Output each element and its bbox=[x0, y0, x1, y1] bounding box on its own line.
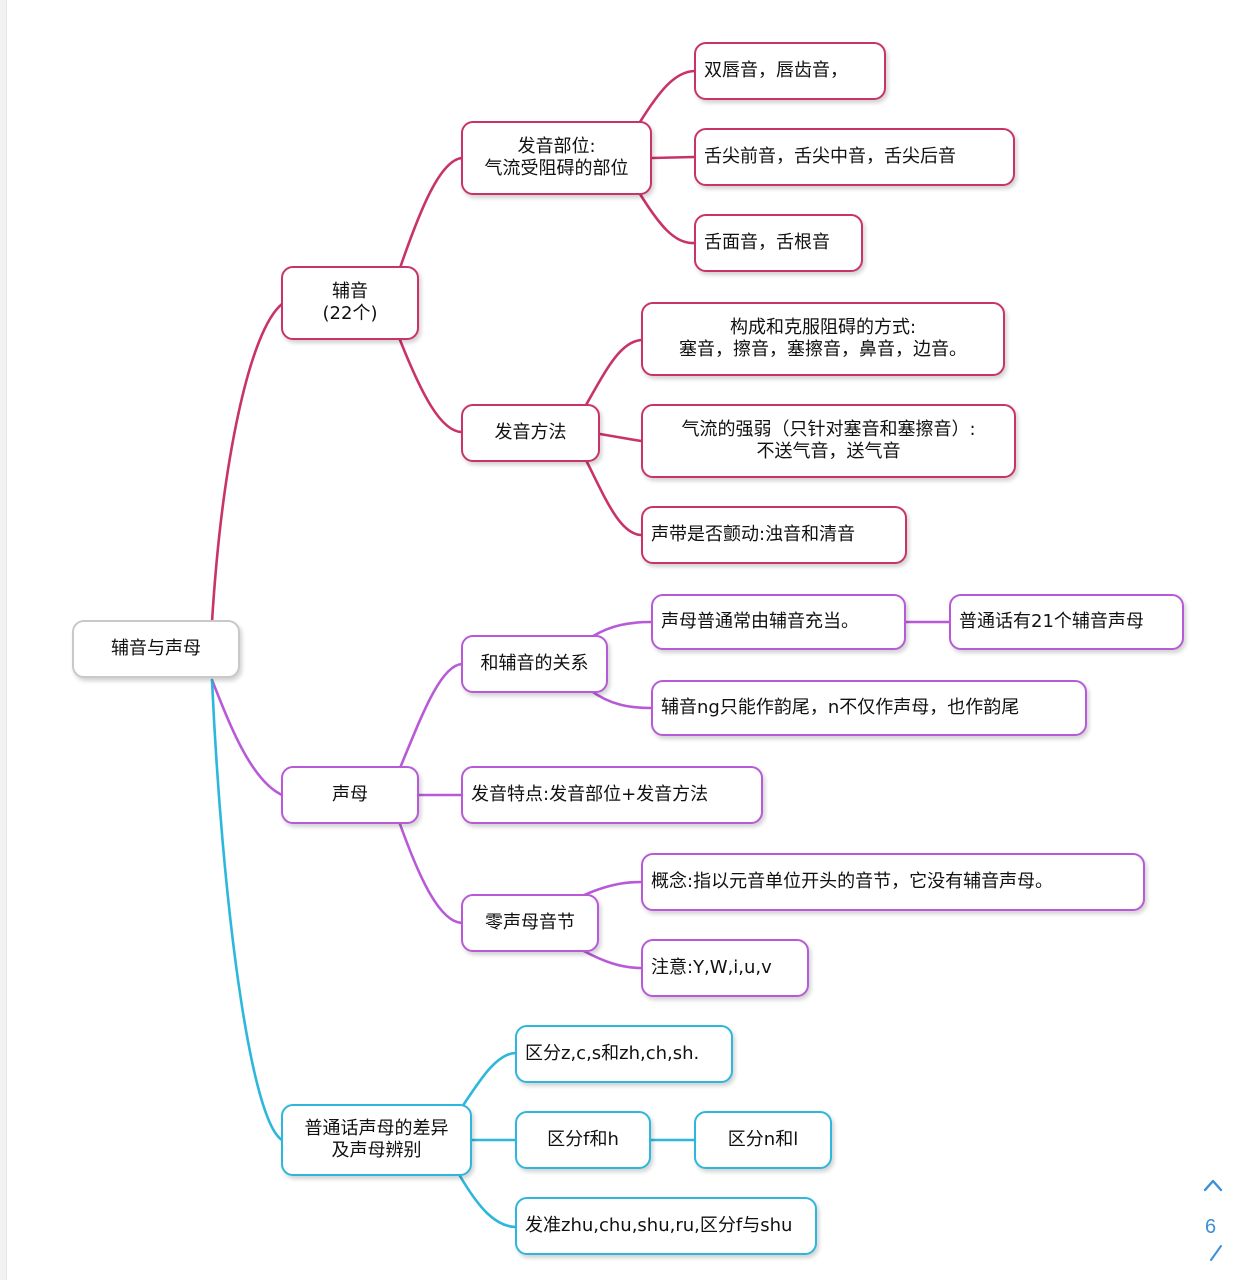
leaf-shejian[interactable]: 舌尖前音，舌尖中音，舌尖后音 bbox=[694, 128, 1015, 186]
leaf-21-shengmu[interactable]: 普通话有21个辅音声母 bbox=[949, 594, 1184, 650]
edge-guanxi-2 bbox=[588, 688, 653, 710]
leaf-shemian[interactable]: 舌面音，舌根音 bbox=[694, 214, 863, 272]
edge-root-shengmu bbox=[210, 678, 284, 797]
branch-shengmu[interactable]: 声母 bbox=[281, 766, 419, 824]
leaf-gainian[interactable]: 概念:指以元音单位开头的音节，它没有辅音声母。 bbox=[641, 853, 1145, 911]
node-lingshengmu[interactable]: 零声母音节 bbox=[461, 894, 599, 952]
leaf-zhuyi[interactable]: 注意:Y,W,i,u,v bbox=[641, 939, 809, 997]
leaf-qiliu[interactable]: 气流的强弱（只针对塞音和塞擦音）: 不送气音，送气音 bbox=[641, 404, 1016, 478]
edge-shengmu-ling bbox=[398, 822, 464, 925]
window-edge bbox=[0, 0, 7, 1280]
edge-buwei-2 bbox=[650, 155, 696, 160]
edge-root-chayi bbox=[210, 678, 284, 1142]
edge-buwei-1 bbox=[638, 69, 696, 124]
chevron-up-icon[interactable] bbox=[1203, 1178, 1223, 1192]
edge-fangfa-3 bbox=[584, 458, 643, 537]
leaf-zhu-chu[interactable]: 发准zhu,chu,shu,ru,区分f与shu bbox=[515, 1197, 817, 1255]
edge-ling-1 bbox=[580, 880, 643, 898]
branch-fuyin[interactable]: 辅音 (22个) bbox=[281, 266, 419, 340]
edge-fangfa-1 bbox=[584, 338, 643, 407]
edge-shengmu-guanxi bbox=[398, 662, 464, 770]
leaf-ng-yunwei[interactable]: 辅音ng只能作韵尾，n不仅作声母，也作韵尾 bbox=[651, 680, 1087, 736]
page-nav: 6 bbox=[1195, 1170, 1255, 1280]
edge-ling-2 bbox=[580, 948, 643, 970]
leaf-goucheng[interactable]: 构成和克服阻碍的方式: 塞音，擦音，塞擦音，鼻音，边音。 bbox=[641, 302, 1005, 376]
page-divider-icon bbox=[1210, 1245, 1222, 1261]
leaf-shengdai[interactable]: 声带是否颤动:浊音和清音 bbox=[641, 506, 907, 564]
leaf-n-l[interactable]: 区分n和l bbox=[694, 1111, 832, 1169]
root-node[interactable]: 辅音与声母 bbox=[72, 620, 240, 678]
page-number: 6 bbox=[1205, 1216, 1217, 1238]
edge-fuyin-fangfa bbox=[398, 338, 464, 434]
edge-chayi-3 bbox=[458, 1174, 517, 1229]
node-tedian[interactable]: 发音特点:发音部位+发音方法 bbox=[461, 766, 763, 824]
edge-root-fuyin bbox=[210, 302, 284, 624]
edge-chayi-1 bbox=[458, 1051, 517, 1112]
node-fayin-fangfa[interactable]: 发音方法 bbox=[461, 404, 600, 462]
edge-buwei-3 bbox=[638, 192, 696, 245]
leaf-f-h[interactable]: 区分f和h bbox=[515, 1111, 651, 1169]
edge-guanxi-1 bbox=[588, 620, 653, 640]
leaf-chongdang[interactable]: 声母普通常由辅音充当。 bbox=[651, 594, 906, 650]
edge-fuyin-buwei bbox=[398, 156, 464, 270]
branch-chayi[interactable]: 普通话声母的差异 及声母辨别 bbox=[281, 1104, 472, 1176]
leaf-shuangchun[interactable]: 双唇音，唇齿音， bbox=[694, 42, 886, 100]
node-fayin-buwei[interactable]: 发音部位: 气流受阻碍的部位 bbox=[461, 121, 652, 195]
leaf-zcs-zhchsh[interactable]: 区分z,c,s和zh,ch,sh. bbox=[515, 1025, 733, 1083]
node-guanxi[interactable]: 和辅音的关系 bbox=[461, 635, 608, 693]
edge-fangfa-2 bbox=[598, 432, 643, 443]
